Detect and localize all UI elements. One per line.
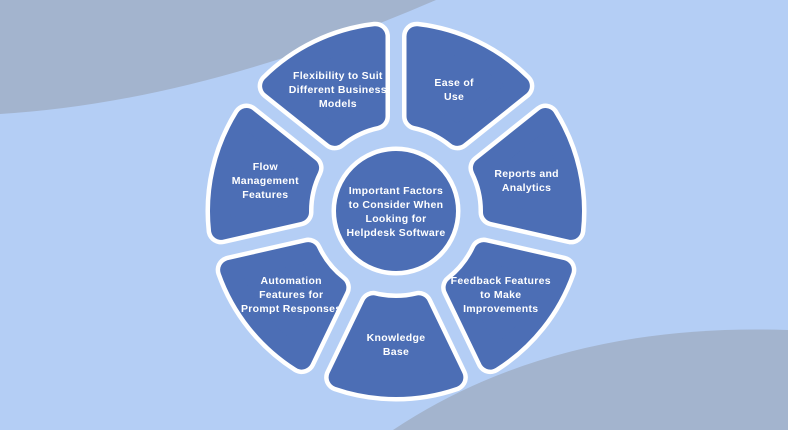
wheel-segment-ease-of-use: [402, 21, 535, 151]
background-wave-bottom-right: [393, 329, 788, 430]
wheel-segment-shape: [210, 108, 320, 240]
wheel-segment-flexibility: [257, 21, 390, 151]
wheel-segments-group: [205, 21, 587, 402]
wheel-segment-flow-management: [205, 103, 324, 245]
wheel-segment-feedback-features: [441, 237, 577, 375]
wheel-segment-shape: [262, 26, 386, 146]
center-circle: [331, 146, 461, 276]
wheel-segment-shape: [472, 108, 582, 240]
wheel-segment-shape: [406, 26, 530, 146]
wheel-segment-shape: [220, 242, 347, 370]
wheel-segment-reports-analytics: [468, 103, 587, 245]
wheel-segment-shape: [328, 295, 464, 397]
wheel-segment-shape: [445, 242, 572, 370]
wheel-segment-automation-features: [215, 237, 351, 375]
background-wave-top-left: [0, 0, 436, 114]
wheel-segment-knowledge-base: [324, 290, 468, 402]
